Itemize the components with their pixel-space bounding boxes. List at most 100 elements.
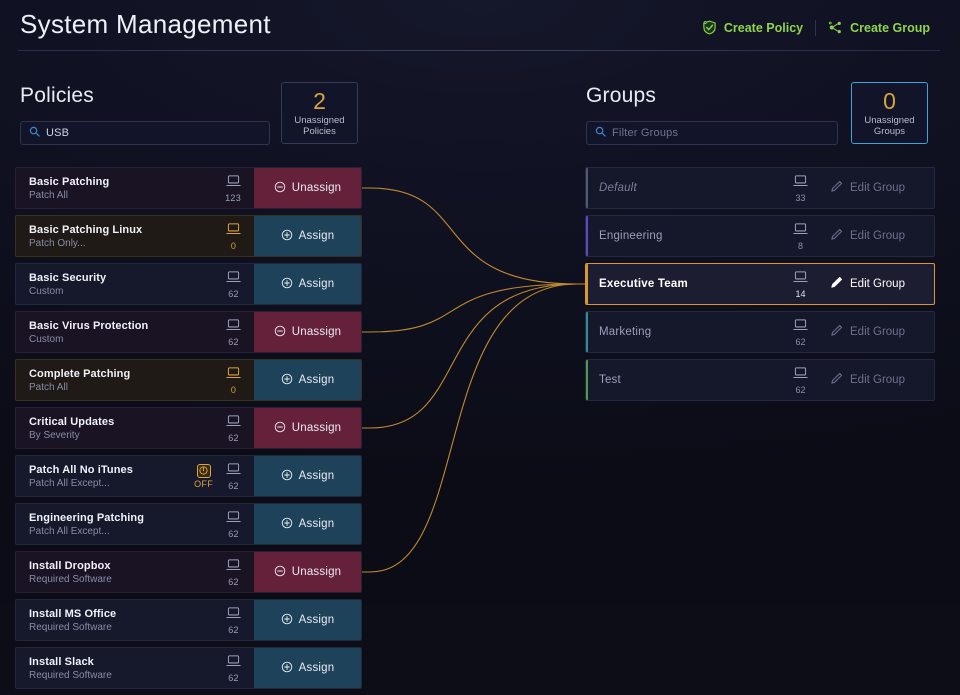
action-label: Assign xyxy=(298,278,335,290)
policy-row[interactable]: Basic Patching Patch All 123 Unassign xyxy=(15,167,362,209)
edit-group-button[interactable]: Edit Group xyxy=(830,228,934,244)
action-label: Assign xyxy=(298,470,335,482)
policy-subtitle: Required Software xyxy=(29,669,112,681)
group-row[interactable]: Default 33 Edit Group xyxy=(585,167,935,209)
header-divider xyxy=(815,19,817,36)
policy-row[interactable]: Patch All No iTunes Patch All Except... … xyxy=(15,455,362,497)
group-accent xyxy=(586,312,588,352)
policy-row[interactable]: Critical Updates By Severity 62 Unassign xyxy=(15,407,362,449)
laptop-icon xyxy=(226,558,241,576)
edit-group-button[interactable]: Edit Group xyxy=(830,180,934,196)
assign-button[interactable]: Assign xyxy=(254,504,361,544)
policy-info: Patch All No iTunes Patch All Except... xyxy=(18,456,188,496)
policy-row[interactable]: Basic Virus Protection Custom 62 Unassig… xyxy=(15,311,362,353)
laptop-icon xyxy=(226,510,241,528)
unassign-button[interactable]: Unassign xyxy=(254,168,361,208)
policy-search-box[interactable] xyxy=(20,121,270,145)
group-accent xyxy=(586,216,588,256)
policy-subtitle: Patch All xyxy=(29,381,68,393)
policy-row[interactable]: Basic Patching Linux Patch Only... 0 Ass… xyxy=(15,215,362,257)
edit-group-button[interactable]: Edit Group xyxy=(830,372,934,388)
policies-panel-title: Policies xyxy=(20,84,94,107)
connector-line xyxy=(362,283,585,333)
power-off-badge[interactable]: OFF xyxy=(194,463,213,489)
policy-title: Basic Virus Protection xyxy=(29,319,149,332)
plus-circle-icon xyxy=(281,373,293,388)
connector-line xyxy=(362,283,585,429)
policy-subtitle: Custom xyxy=(29,285,64,297)
device-count-badge: 8 xyxy=(793,222,830,251)
policy-info: Install Dropbox Required Software xyxy=(18,552,220,592)
unassign-button[interactable]: Unassign xyxy=(254,408,361,448)
policy-row[interactable]: Install Dropbox Required Software 62 Una… xyxy=(15,551,362,593)
group-row[interactable]: Test 62 Edit Group xyxy=(585,359,935,401)
pencil-icon xyxy=(830,228,843,244)
group-nodes-icon xyxy=(828,20,843,35)
group-row[interactable]: Executive Team 14 Edit Group xyxy=(585,263,935,305)
policy-title: Patch All No iTunes xyxy=(29,463,133,476)
action-label: Unassign xyxy=(291,326,342,338)
device-count: 0 xyxy=(230,240,237,251)
device-count-badge: 62 xyxy=(226,414,241,443)
group-accent xyxy=(586,360,588,400)
assign-button[interactable]: Assign xyxy=(254,456,361,496)
policy-search-input[interactable] xyxy=(46,127,261,139)
device-count: 62 xyxy=(228,432,239,443)
policy-title: Complete Patching xyxy=(29,367,131,380)
device-count-badge: 0 xyxy=(226,222,241,251)
plus-circle-icon xyxy=(281,661,293,676)
laptop-icon xyxy=(226,270,241,288)
policy-row[interactable]: Basic Security Custom 62 Assign xyxy=(15,263,362,305)
plus-circle-icon xyxy=(281,613,293,628)
plus-circle-icon xyxy=(281,277,293,292)
policy-subtitle: Patch All Except... xyxy=(29,525,110,537)
policy-list: Basic Patching Patch All 123 Unassign Ba… xyxy=(15,167,362,695)
device-count-badge: 62 xyxy=(793,366,830,395)
policy-info: Basic Security Custom xyxy=(18,264,220,304)
device-count: 62 xyxy=(228,528,239,539)
minus-circle-icon xyxy=(274,181,286,196)
policy-info: Install MS Office Required Software xyxy=(18,600,220,640)
assign-button[interactable]: Assign xyxy=(254,216,361,256)
group-row[interactable]: Marketing 62 Edit Group xyxy=(585,311,935,353)
group-search-box[interactable] xyxy=(586,121,838,145)
assign-button[interactable]: Assign xyxy=(254,648,361,688)
device-count: 62 xyxy=(795,384,806,395)
edit-group-button[interactable]: Edit Group xyxy=(830,324,934,340)
assign-button[interactable]: Assign xyxy=(254,600,361,640)
policy-title: Install MS Office xyxy=(29,607,117,620)
policy-subtitle: Custom xyxy=(29,333,64,345)
policy-title: Critical Updates xyxy=(29,415,115,428)
unassign-button[interactable]: Unassign xyxy=(254,312,361,352)
laptop-icon xyxy=(226,366,241,384)
policy-badges: 62 xyxy=(220,312,254,352)
action-label: Assign xyxy=(298,518,335,530)
policy-row[interactable]: Complete Patching Patch All 0 Assign xyxy=(15,359,362,401)
action-label: Assign xyxy=(298,662,335,674)
device-count-badge: 33 xyxy=(793,174,830,203)
unassign-button[interactable]: Unassign xyxy=(254,552,361,592)
policy-row[interactable]: Install Slack Required Software 62 Assig… xyxy=(15,647,362,689)
policy-row[interactable]: Engineering Patching Patch All Except...… xyxy=(15,503,362,545)
policy-title: Engineering Patching xyxy=(29,511,145,524)
unassigned-policies-card[interactable]: 2 Unassigned Policies xyxy=(281,82,358,144)
group-row[interactable]: Engineering 8 Edit Group xyxy=(585,215,935,257)
create-policy-button[interactable]: Create Policy xyxy=(690,18,815,37)
unassigned-policies-label: Unassigned Policies xyxy=(294,114,345,137)
create-group-button[interactable]: Create Group xyxy=(816,18,942,37)
connector-line xyxy=(362,187,585,285)
group-accent xyxy=(586,264,588,304)
assign-button[interactable]: Assign xyxy=(254,360,361,400)
policy-row[interactable]: Install MS Office Required Software 62 A… xyxy=(15,599,362,641)
policy-title: Install Slack xyxy=(29,655,94,668)
group-filter-input[interactable] xyxy=(612,127,829,139)
edit-group-button[interactable]: Edit Group xyxy=(830,276,934,292)
action-label: Unassign xyxy=(291,566,342,578)
device-count-badge: 62 xyxy=(793,318,830,347)
policy-badges: 123 xyxy=(219,168,254,208)
assign-button[interactable]: Assign xyxy=(254,264,361,304)
plus-circle-icon xyxy=(281,229,293,244)
unassigned-groups-card[interactable]: 0 Unassigned Groups xyxy=(851,82,928,144)
plus-circle-icon xyxy=(281,469,293,484)
edit-group-label: Edit Group xyxy=(850,230,905,242)
